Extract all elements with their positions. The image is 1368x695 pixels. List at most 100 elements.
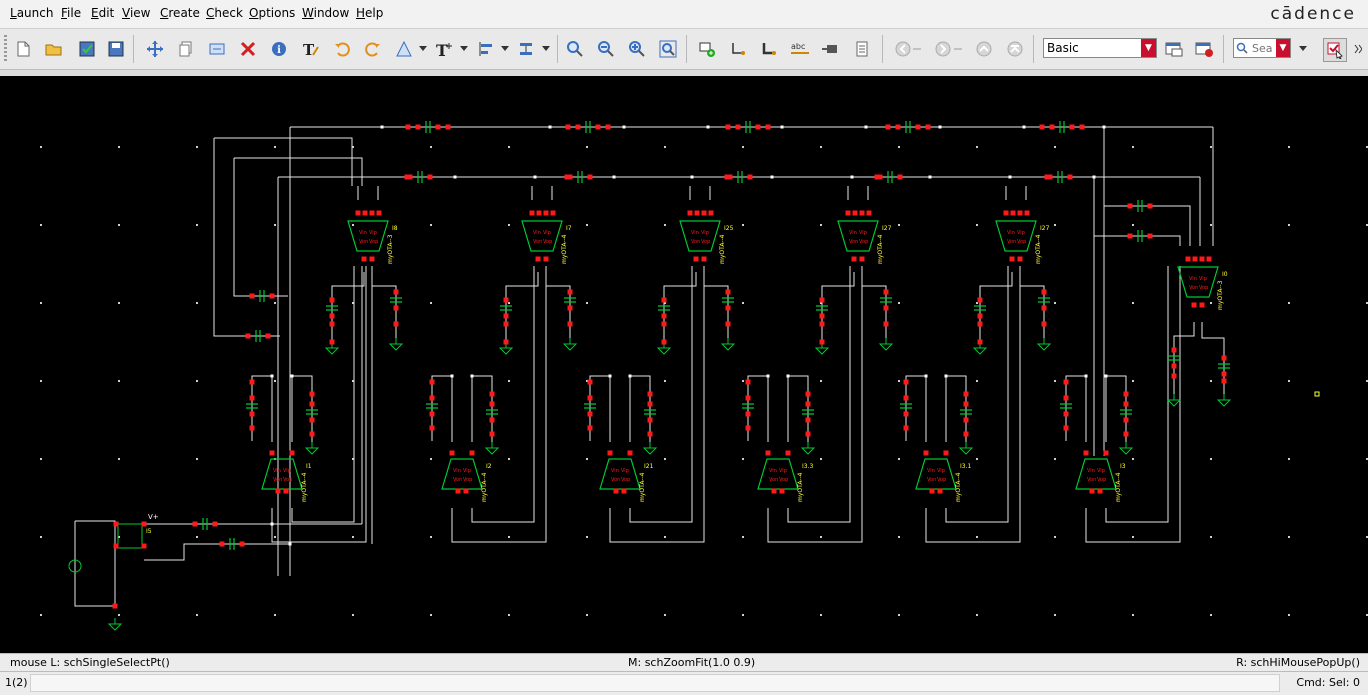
up-hierarchy-icon[interactable] bbox=[973, 38, 995, 60]
toolbar-overflow-icon[interactable] bbox=[1353, 38, 1363, 60]
pin-marker bbox=[647, 417, 653, 423]
open-folder-icon[interactable] bbox=[43, 38, 65, 60]
chevron-down-icon[interactable] bbox=[459, 38, 469, 60]
align-icon[interactable] bbox=[475, 38, 497, 60]
forward-icon[interactable] bbox=[932, 38, 954, 60]
zoom-out-icon[interactable] bbox=[595, 38, 617, 60]
pin-marker bbox=[661, 313, 667, 319]
pin-marker bbox=[1147, 203, 1153, 209]
distribute-icon[interactable] bbox=[515, 38, 537, 60]
capacitor bbox=[802, 409, 814, 415]
menu-create[interactable]: Create bbox=[160, 6, 200, 20]
schematic-label: I2 bbox=[486, 463, 492, 470]
grid-dot bbox=[1366, 380, 1368, 382]
add-instance-icon[interactable] bbox=[696, 38, 718, 60]
cmd-input[interactable] bbox=[30, 674, 1280, 692]
top-hierarchy-icon[interactable] bbox=[1004, 38, 1026, 60]
workspace-mode-select[interactable]: Basic ▼ bbox=[1043, 38, 1157, 58]
selection-mode-icon[interactable] bbox=[1323, 38, 1347, 62]
text-edit-icon[interactable]: T bbox=[300, 38, 322, 60]
ota-pin-label: Von bbox=[849, 239, 858, 245]
pin-marker bbox=[449, 450, 455, 456]
ground bbox=[484, 442, 500, 455]
wire-icon[interactable] bbox=[727, 38, 749, 60]
grid-dot bbox=[586, 224, 588, 226]
chevron-down-icon[interactable] bbox=[500, 38, 510, 60]
history-dash bbox=[912, 38, 922, 60]
menu-window[interactable]: Window bbox=[302, 6, 350, 20]
pin-marker bbox=[329, 339, 335, 345]
move-icon[interactable] bbox=[144, 38, 166, 60]
grid-dot bbox=[40, 224, 42, 226]
toolbar-grip[interactable] bbox=[4, 35, 7, 63]
search-input[interactable] bbox=[1252, 40, 1278, 56]
workspace-icon[interactable] bbox=[1163, 38, 1185, 60]
wire-name-icon[interactable]: abc bbox=[789, 38, 811, 60]
wire bbox=[233, 158, 288, 297]
wide-wire-icon[interactable] bbox=[758, 38, 780, 60]
workspace-delete-icon[interactable] bbox=[1193, 38, 1215, 60]
pin-marker bbox=[883, 305, 889, 311]
ota-pin-label: Von bbox=[359, 239, 368, 245]
capacitor bbox=[974, 305, 986, 311]
menu-help[interactable]: Help bbox=[356, 6, 384, 20]
zoom-in-icon[interactable] bbox=[626, 38, 648, 60]
grid-dot bbox=[1054, 302, 1056, 304]
zoom-fit-icon[interactable] bbox=[657, 38, 679, 60]
pin-icon[interactable] bbox=[820, 38, 842, 60]
menu-edit[interactable]: Edit bbox=[91, 6, 115, 20]
chevron-down-icon[interactable] bbox=[1296, 38, 1310, 60]
back-icon[interactable] bbox=[892, 38, 914, 60]
cellview-icon[interactable] bbox=[851, 38, 873, 60]
select-filter-icon[interactable] bbox=[393, 38, 415, 60]
grid-dot bbox=[742, 302, 744, 304]
ota-pin-label: Vip bbox=[463, 468, 471, 474]
wire bbox=[545, 272, 571, 341]
menu-options[interactable]: Options bbox=[249, 6, 296, 20]
pin-marker bbox=[587, 395, 593, 401]
pin-marker bbox=[309, 431, 315, 437]
grid-dot bbox=[1054, 146, 1056, 148]
chevron-down-icon[interactable] bbox=[541, 38, 551, 60]
pin-marker bbox=[647, 391, 653, 397]
redo-icon[interactable] bbox=[362, 38, 384, 60]
check-save-icon[interactable] bbox=[76, 38, 98, 60]
grid-dot bbox=[430, 614, 432, 616]
capacitor bbox=[816, 305, 828, 311]
chevron-down-icon[interactable] bbox=[418, 38, 428, 60]
grid-dot bbox=[1132, 536, 1134, 538]
wire bbox=[589, 375, 611, 442]
pin-marker bbox=[1191, 302, 1197, 308]
ota-pin-label: Vin bbox=[1189, 276, 1197, 282]
grid-dot bbox=[820, 380, 822, 382]
new-file-icon[interactable] bbox=[12, 38, 34, 60]
create-label-icon[interactable]: T bbox=[433, 38, 455, 60]
pin-marker bbox=[219, 541, 225, 547]
ota-pin-label: Vin bbox=[453, 468, 461, 474]
pin-marker bbox=[805, 391, 811, 397]
pin-marker bbox=[963, 417, 969, 423]
pin-marker bbox=[113, 543, 119, 549]
copy-icon[interactable] bbox=[175, 38, 197, 60]
search-box[interactable]: ▼ bbox=[1233, 38, 1291, 58]
wire bbox=[979, 272, 1013, 346]
save-icon[interactable] bbox=[105, 38, 127, 60]
zoom-icon[interactable] bbox=[564, 38, 586, 60]
menu-file[interactable]: File bbox=[61, 6, 82, 20]
undo-icon[interactable] bbox=[331, 38, 353, 60]
chevron-down-icon[interactable]: ▼ bbox=[1141, 39, 1156, 57]
pin-marker bbox=[1123, 391, 1129, 397]
pin-marker bbox=[1017, 256, 1023, 262]
menu-view[interactable]: View bbox=[122, 6, 151, 20]
pin-marker bbox=[1192, 256, 1198, 262]
menu-launch[interactable]: Launch bbox=[10, 6, 54, 20]
properties-icon[interactable]: i bbox=[268, 38, 290, 60]
chevron-down-icon[interactable]: ▼ bbox=[1276, 39, 1290, 57]
stretch-icon[interactable] bbox=[206, 38, 228, 60]
delete-icon[interactable] bbox=[237, 38, 259, 60]
menu-check[interactable]: Check bbox=[206, 6, 243, 20]
pin-marker bbox=[376, 210, 382, 216]
pin-marker bbox=[851, 256, 857, 262]
